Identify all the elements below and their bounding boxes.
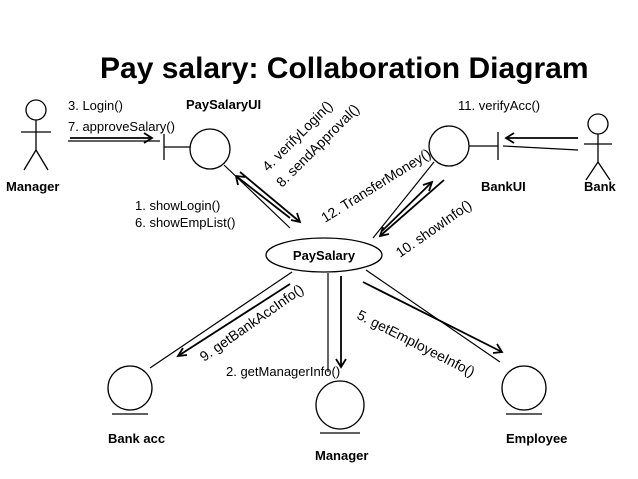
manager-actor-label: Manager (6, 179, 59, 194)
msg-approve-salary: 7. approveSalary() (68, 119, 175, 134)
pay-salary-object (265, 237, 383, 273)
employee-entity (501, 365, 547, 411)
msg-login: 3. Login() (68, 98, 123, 113)
bank-ui-label: BankUI (481, 179, 526, 194)
link-paysalary-bankacc (149, 271, 293, 369)
arrow-transfer-money (381, 180, 434, 232)
diagram-title: Pay salary: Collaboration Diagram (100, 52, 589, 85)
arrow-login (70, 132, 154, 144)
bank-ui-boundary (428, 125, 499, 167)
bank-actor (584, 113, 612, 181)
arrow-get-bank-acc-info (176, 283, 291, 358)
bank-acc-entity (107, 365, 153, 411)
msg-get-employee-info: 5. getEmployeeInfo() (355, 306, 478, 379)
arrow-get-employee-info (362, 281, 504, 354)
manager-entity-label: Manager (315, 448, 368, 463)
arrow-verify-acc (504, 132, 578, 144)
bank-actor-label: Bank (584, 179, 617, 194)
employee-label: Employee (506, 431, 567, 446)
bank-acc-label: Bank acc (108, 431, 165, 446)
msg-show-login: 1. showLogin() (135, 198, 220, 213)
pay-salary-ui-boundary (163, 128, 231, 170)
manager-entity (315, 380, 365, 430)
arrow-show-login (234, 174, 291, 219)
msg-show-info: 10. showInfo() (393, 196, 475, 260)
link-paysalary-employee (365, 269, 501, 363)
msg-show-emp-list: 6. showEmpList() (135, 215, 235, 230)
msg-verify-acc: 11. verifyAcc() (458, 98, 540, 113)
msg-get-manager-info: 2. getManagerInfo() (226, 364, 340, 379)
link-bankui-bank (502, 145, 579, 151)
msg-transfer-money: 12. TransferMoney() (318, 145, 433, 225)
pay-salary-label: PaySalary (293, 248, 356, 263)
pay-salary-ui-label: PaySalaryUI (186, 97, 261, 112)
arrow-get-manager-info (335, 276, 347, 369)
msg-get-bank-acc-info: 9. getBankAccInfo() (197, 281, 307, 365)
arrow-verify-login (239, 171, 302, 224)
arrow-show-info (378, 179, 445, 238)
manager-actor (21, 99, 51, 171)
link-bankui-paysalary (372, 161, 435, 239)
